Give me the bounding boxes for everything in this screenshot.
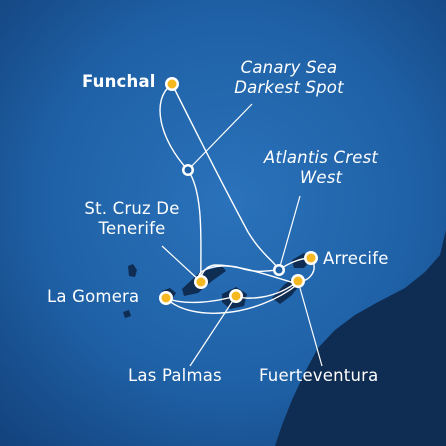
waypoint-label-canary: Canary Sea Darkest Spot [220, 58, 358, 98]
leader-line [161, 245, 202, 283]
port-label-tenerife: St. Cruz De Tenerife [72, 199, 192, 239]
waypoint-label-line: West [299, 168, 343, 187]
el-hierro-island [123, 310, 131, 318]
route-segment [171, 83, 280, 271]
port-label-fuerteventura: Fuerteventura [259, 366, 379, 385]
leader-line [189, 295, 237, 367]
port-fuerteventura-marker[interactable] [291, 274, 305, 288]
port-label-gomera: La Gomera [47, 287, 140, 306]
africa-coast [275, 230, 446, 446]
waypoint-label-atlantis: Atlantis Crest West [246, 148, 396, 188]
waypoint-atlantis-marker[interactable] [273, 264, 285, 276]
leader-line [187, 103, 253, 171]
port-funchal-marker[interactable] [165, 77, 179, 91]
port-gomera-marker[interactable] [159, 291, 173, 305]
port-tenerife-marker[interactable] [194, 275, 208, 289]
waypoint-label-line: Atlantis Crest [263, 148, 379, 167]
port-label-palmas: Las Palmas [128, 366, 222, 385]
port-label-funchal: Funchal [82, 72, 156, 91]
port-arrecife-marker[interactable] [304, 251, 318, 265]
route-segment [187, 169, 202, 283]
leader-line [278, 195, 301, 271]
port-label-arrecife: Arrecife [323, 249, 389, 268]
waypoint-label-line: Canary Sea [240, 58, 338, 77]
leader-line [297, 280, 323, 367]
waypoint-canary-marker[interactable] [182, 164, 194, 176]
port-label-line: St. Cruz De [84, 199, 180, 218]
la-palma-island [128, 264, 137, 277]
waypoint-label-line: Darkest Spot [234, 78, 344, 97]
route-segment [159, 83, 189, 171]
port-palmas-marker[interactable] [229, 289, 243, 303]
port-label-line: Tenerife [98, 219, 166, 238]
leader-lines [161, 103, 323, 367]
route-segment [200, 264, 299, 285]
